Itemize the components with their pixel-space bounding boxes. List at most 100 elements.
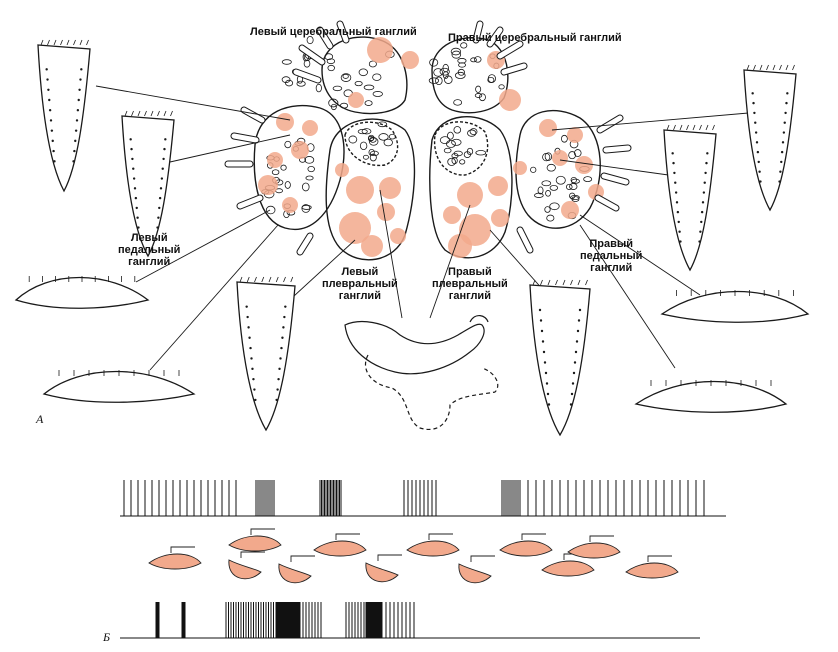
small-neuron [368,149,375,156]
fringe-line [585,279,588,286]
identified-neuron [346,176,374,204]
dot [49,119,53,122]
small-neuron [453,99,463,106]
identified-neuron [401,51,419,69]
connector-line [551,111,761,131]
fringe-line [686,124,689,131]
dot [50,129,54,132]
dot [751,92,754,95]
small-neuron [560,134,568,143]
posture-body [278,563,312,584]
dot [756,150,760,154]
posture-figure [228,528,282,552]
dot [133,187,137,190]
dot [674,191,678,194]
animal-body [663,129,717,272]
dot [544,371,548,375]
nerve-stub [297,233,313,255]
dot [671,152,674,155]
small-neuron [281,59,292,65]
dot [701,201,705,204]
right-pleural-label-line-3: ганглий [448,290,491,302]
small-neuron [439,67,450,76]
left-pedal-label-line-2: педальный [118,244,181,256]
dot [77,98,80,102]
identified-neuron [499,89,521,111]
small-neuron [565,183,573,190]
right-visceral-inner [433,121,489,176]
fringe-line [86,39,89,46]
fringe-line [712,124,715,131]
dot [676,210,680,214]
dot [158,206,161,210]
dot [542,350,546,354]
dot [705,161,708,165]
dot [74,129,78,132]
small-neuron [307,165,315,173]
identified-neuron [282,197,298,213]
animal-body [121,115,175,258]
fringe-line [131,110,134,117]
dot [782,131,786,134]
small-neuron [372,91,383,97]
small-neuron [324,53,334,61]
left-cerebral-ganglion [321,36,408,115]
small-neuron [340,73,352,82]
fringe-line [753,64,756,71]
dot [276,388,279,391]
small-neuron [304,156,315,164]
posture-marker [521,533,546,540]
identified-neuron [491,209,509,227]
dot [132,167,135,170]
small-neuron [378,133,389,141]
small-neuron [429,58,439,67]
right-pleural-label: Правый плевральный ганглий [432,266,508,302]
fringe-line [766,64,769,71]
dot [573,361,577,364]
posture-body [499,540,553,557]
dot [157,216,160,219]
fringe-line [170,110,173,117]
animal-right-1 [743,64,797,212]
nerve-stub [595,195,619,211]
posture-marker [335,533,360,540]
dot [703,181,706,184]
small-neuron [315,83,322,93]
dot [78,88,81,91]
dot [677,220,680,224]
posture-figure [458,555,495,584]
dot [277,377,280,381]
identified-neuron [367,37,393,63]
dot [275,398,278,402]
posture-body [148,553,202,570]
fringe-line [268,276,272,283]
dot [574,350,578,354]
small-neuron [541,180,552,187]
identified-neuron [339,212,371,244]
small-neuron [454,71,466,79]
dot [704,171,707,175]
nerve-stub [601,173,629,185]
dot [758,170,761,173]
fringe-line [759,64,763,71]
small-neuron [457,58,467,64]
small-neuron [546,214,555,222]
fringe-line [66,39,70,46]
dot [540,329,544,333]
posture-figure [278,555,315,584]
dot [74,139,77,143]
posture-marker [377,554,402,561]
dot [570,392,574,396]
dot [538,308,542,312]
fringe-line [705,124,709,131]
connector-line [379,189,403,319]
dot [674,181,677,184]
fringe-line [555,279,558,286]
dot [759,180,762,183]
left-visceral-inner [344,121,399,167]
small-neuron [444,75,453,84]
dot [48,98,51,102]
small-neuron [284,140,292,149]
posture-figure [228,551,265,580]
